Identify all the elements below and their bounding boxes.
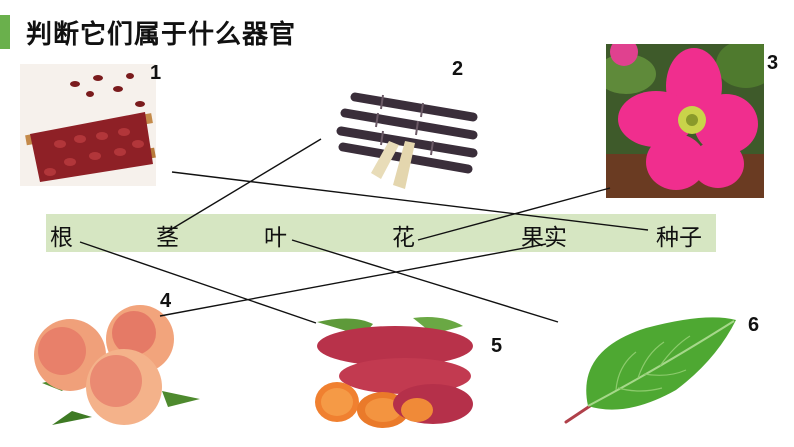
item-number-1: 1	[150, 62, 162, 84]
organ-label-band	[46, 214, 716, 252]
peach-image	[22, 303, 202, 435]
organ-root: 根	[50, 225, 73, 251]
item-number-2: 2	[452, 58, 464, 80]
item-number-6: 6	[748, 314, 760, 336]
sugarcane-image	[323, 85, 481, 191]
line-leaf-to-leaf	[291, 239, 559, 323]
line-fruit-to-peach	[159, 243, 547, 317]
page-title: 判断它们属于什么器官	[26, 20, 297, 50]
sweet-potato-image	[313, 314, 477, 430]
organ-leaf: 叶	[264, 225, 287, 251]
organ-fruit: 果实	[521, 225, 567, 251]
petunia-flower-image	[606, 44, 764, 198]
organ-seed: 种子	[656, 225, 702, 251]
item-number-3: 3	[767, 52, 779, 74]
organ-stem: 茎	[156, 225, 179, 251]
organ-flower: 花	[392, 225, 415, 251]
item-number-5: 5	[491, 335, 503, 357]
leaf-image	[556, 310, 742, 430]
beans-image	[20, 64, 156, 186]
item-number-4: 4	[160, 290, 172, 312]
title-accent-bar	[0, 15, 10, 49]
